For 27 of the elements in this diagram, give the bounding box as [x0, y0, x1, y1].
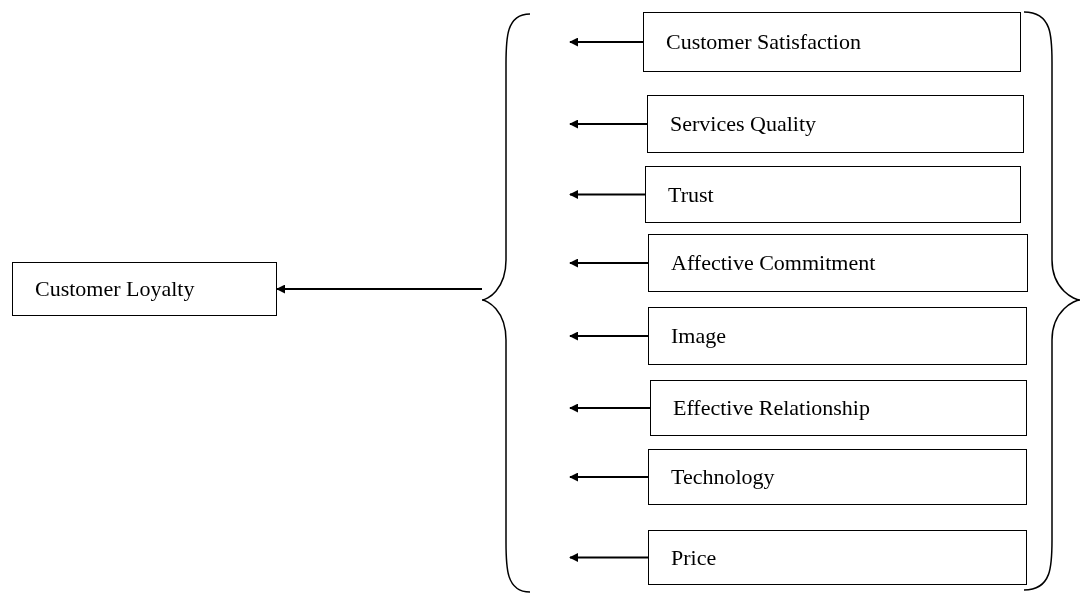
text-box [645, 166, 1021, 223]
arrow [569, 553, 649, 562]
text-box [643, 12, 1021, 72]
text-box [650, 380, 1027, 436]
text-box [648, 449, 1027, 505]
text-box [647, 95, 1024, 153]
box-label: Affective Commitment [671, 250, 876, 276]
arrow [569, 119, 648, 129]
text-box [12, 262, 277, 316]
text-box [648, 234, 1028, 292]
arrow [276, 284, 483, 294]
arrow [569, 190, 646, 199]
box-label: Price [671, 544, 717, 571]
arrow [569, 258, 649, 268]
box-label: Image [671, 323, 726, 349]
text-box [648, 307, 1027, 365]
arrow [569, 472, 649, 482]
arrow [569, 403, 651, 413]
box-label: Customer Loyalty [35, 276, 195, 302]
box-label: Customer Satisfaction [666, 29, 861, 55]
box-label: Effective Relationship [673, 395, 870, 421]
box-label: Trust [668, 181, 714, 208]
box-label: Services Quality [670, 111, 817, 137]
text-box [648, 530, 1027, 585]
arrow [569, 37, 644, 47]
arrow [569, 331, 649, 341]
box-label: Technology [671, 464, 775, 490]
